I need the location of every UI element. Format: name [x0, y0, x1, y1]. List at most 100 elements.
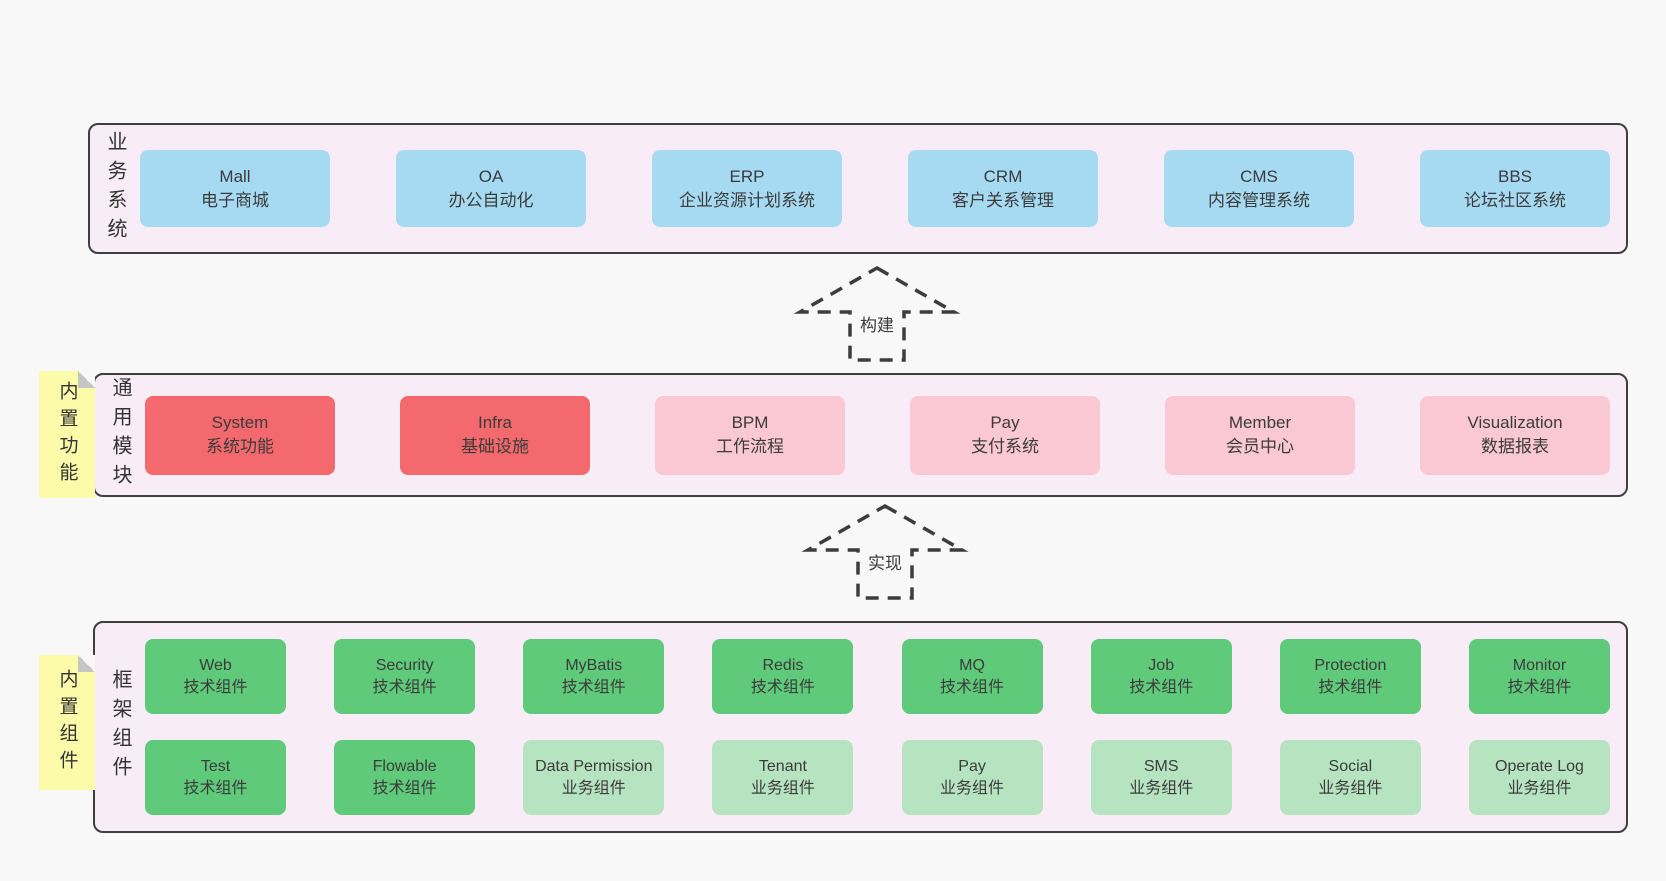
box-title: Web: [199, 656, 232, 674]
box-title: Social: [1328, 757, 1373, 775]
box-title: Test: [200, 757, 231, 775]
component-box-redis: Redis 技术组件: [712, 639, 854, 714]
component-box-tenant: Tenant 业务组件: [712, 740, 854, 815]
box-title: Security: [375, 656, 434, 674]
box-subtitle: 客户关系管理: [952, 190, 1054, 210]
component-box-web: Web 技术组件: [145, 639, 286, 714]
box-title: Infra: [477, 413, 513, 432]
framework-components-row-1: Web 技术组件 Security 技术组件 MyBatis 技术组件 Redi…: [145, 639, 1610, 714]
box-title: CMS: [1240, 166, 1278, 186]
box-subtitle: 业务组件: [1129, 779, 1194, 797]
folded-corner-icon: [78, 371, 95, 388]
box-title: Job: [1148, 656, 1175, 674]
box-title: Tenant: [758, 757, 807, 775]
folded-corner-icon: [78, 655, 95, 672]
component-box-social: Social 业务组件: [1279, 740, 1421, 815]
box-title: BBS: [1497, 166, 1533, 186]
box-title: Operate Log: [1495, 757, 1584, 775]
module-box-system: System 系统功能: [145, 395, 335, 475]
box-subtitle: 技术组件: [1318, 678, 1383, 696]
layer-label-common-modules: 通用模块: [109, 377, 131, 493]
box-subtitle: 办公自动化: [448, 190, 534, 210]
box-subtitle: 业务组件: [750, 779, 815, 797]
box-title: Monitor: [1512, 656, 1567, 674]
box-subtitle: 技术组件: [1507, 678, 1572, 696]
note-label-builtin-components: 内置组件: [56, 668, 78, 777]
component-box-monitor: Monitor 技术组件: [1468, 639, 1610, 714]
box-title: SMS: [1143, 757, 1179, 775]
common-modules-row: System 系统功能 Infra 基础设施 BPM 工作流程 Pay 支付系统…: [145, 395, 1610, 475]
box-subtitle: 论坛社区系统: [1464, 190, 1566, 210]
component-box-sms: SMS 业务组件: [1090, 740, 1232, 815]
box-title: BPM: [731, 413, 769, 432]
box-title: Data Permission: [535, 757, 653, 775]
dashed-up-arrow-icon: [793, 265, 961, 362]
note-label-builtin-features: 内置功能: [56, 380, 78, 489]
box-title: ERP: [729, 166, 765, 186]
module-box-bpm: BPM 工作流程: [655, 395, 845, 475]
box-title: Visualization: [1467, 413, 1563, 432]
box-subtitle: 数据报表: [1481, 437, 1549, 456]
box-subtitle: 业务组件: [940, 779, 1005, 797]
dashed-up-arrow-icon: [801, 503, 969, 600]
box-title: Flowable: [372, 757, 437, 775]
box-subtitle: 企业资源计划系统: [679, 190, 815, 210]
box-subtitle: 支付系统: [971, 437, 1039, 456]
layer-common-modules: 通用模块 System 系统功能 Infra 基础设施 BPM 工作流程 Pay…: [93, 373, 1628, 497]
module-box-visualization: Visualization 数据报表: [1420, 395, 1610, 475]
box-title: Member: [1228, 413, 1292, 432]
build-arrow: 构建: [793, 265, 961, 362]
layer-framework-components: 框架组件 Web 技术组件 Security 技术组件 MyBatis 技术组件…: [93, 621, 1628, 833]
box-subtitle: 会员中心: [1226, 437, 1294, 456]
component-box-data-permission: Data Permission 业务组件: [523, 740, 665, 815]
box-title: Protection: [1314, 656, 1387, 674]
box-subtitle: 业务组件: [1507, 779, 1572, 797]
component-box-operate-log: Operate Log 业务组件: [1468, 740, 1610, 815]
box-subtitle: 业务组件: [561, 779, 626, 797]
component-box-mybatis: MyBatis 技术组件: [523, 639, 665, 714]
business-box-mall: Mall 电子商城: [140, 150, 330, 227]
box-subtitle: 技术组件: [750, 678, 815, 696]
box-title: Mall: [219, 166, 251, 186]
business-systems-row: Mall 电子商城 OA 办公自动化 ERP 企业资源计划系统 CRM 客户关系…: [140, 150, 1610, 227]
business-box-oa: OA 办公自动化: [396, 150, 586, 227]
box-title: CRM: [983, 166, 1023, 186]
business-box-crm: CRM 客户关系管理: [908, 150, 1098, 227]
box-subtitle: 技术组件: [183, 678, 248, 696]
component-box-job: Job 技术组件: [1090, 639, 1232, 714]
framework-components-row-2: Test 技术组件 Flowable 技术组件 Data Permission …: [145, 740, 1610, 815]
box-subtitle: 技术组件: [1129, 678, 1194, 696]
component-box-protection: Protection 技术组件: [1279, 639, 1421, 714]
arrow-label-implement: 实现: [868, 554, 902, 573]
note-builtin-features: 内置功能: [39, 371, 95, 498]
box-title: MQ: [959, 656, 985, 674]
component-box-security: Security 技术组件: [334, 639, 476, 714]
box-title: Pay: [958, 757, 986, 775]
component-box-pay: Pay 业务组件: [901, 740, 1043, 815]
implement-arrow: 实现: [801, 503, 969, 600]
layer-label-business-systems: 业务系统: [104, 130, 126, 247]
component-box-test: Test 技术组件: [145, 740, 286, 815]
box-subtitle: 技术组件: [372, 678, 437, 696]
note-builtin-components: 内置组件: [39, 655, 95, 790]
box-subtitle: 内容管理系统: [1208, 190, 1310, 210]
arrow-label-build: 构建: [860, 316, 894, 335]
box-subtitle: 技术组件: [183, 779, 248, 797]
box-subtitle: 电子商城: [201, 190, 269, 210]
box-title: OA: [478, 166, 504, 186]
component-box-flowable: Flowable 技术组件: [334, 740, 476, 815]
layer-business-systems: 业务系统 Mall 电子商城 OA 办公自动化 ERP 企业资源计划系统 CRM…: [88, 123, 1628, 254]
box-title: Redis: [762, 656, 804, 674]
box-title: Pay: [990, 413, 1020, 432]
component-box-mq: MQ 技术组件: [901, 639, 1043, 714]
box-subtitle: 技术组件: [372, 779, 437, 797]
layer-label-framework-components: 框架组件: [109, 669, 131, 785]
box-subtitle: 业务组件: [1318, 779, 1383, 797]
box-title: System: [211, 413, 269, 432]
business-box-bbs: BBS 论坛社区系统: [1420, 150, 1610, 227]
box-subtitle: 技术组件: [940, 678, 1005, 696]
business-box-erp: ERP 企业资源计划系统: [652, 150, 842, 227]
module-box-pay: Pay 支付系统: [910, 395, 1100, 475]
module-box-member: Member 会员中心: [1165, 395, 1355, 475]
